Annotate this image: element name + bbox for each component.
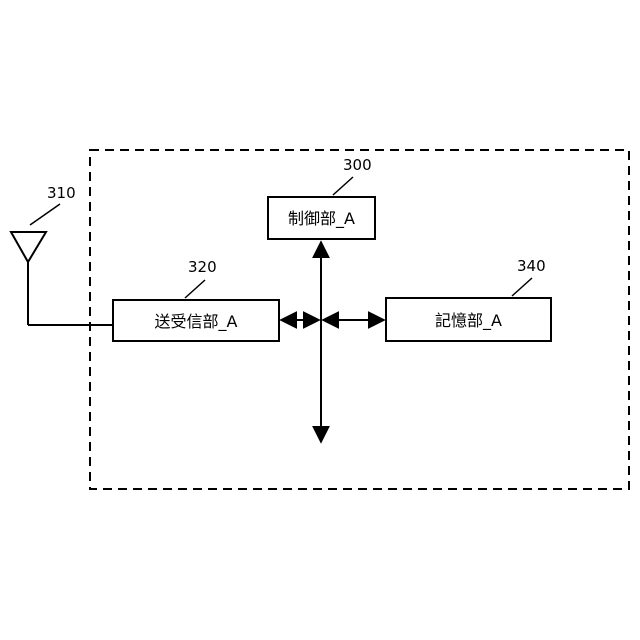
storage-leader-line [512,278,532,296]
storage-block-label: 記憶部_A [435,311,502,331]
transceiver-leader-line [185,280,205,298]
control-block-label: 制御部_A [288,209,355,229]
transceiver-block-label: 送受信部_A [155,312,238,332]
antenna-icon [11,232,113,325]
transceiver-ref-label: 320 [188,258,217,276]
antenna-ref-label: 310 [47,184,76,202]
boundary-ref-label: 300 [343,156,372,174]
storage-ref-label: 340 [517,257,546,275]
control-leader-line [333,177,353,195]
antenna-leader-line [30,204,60,225]
